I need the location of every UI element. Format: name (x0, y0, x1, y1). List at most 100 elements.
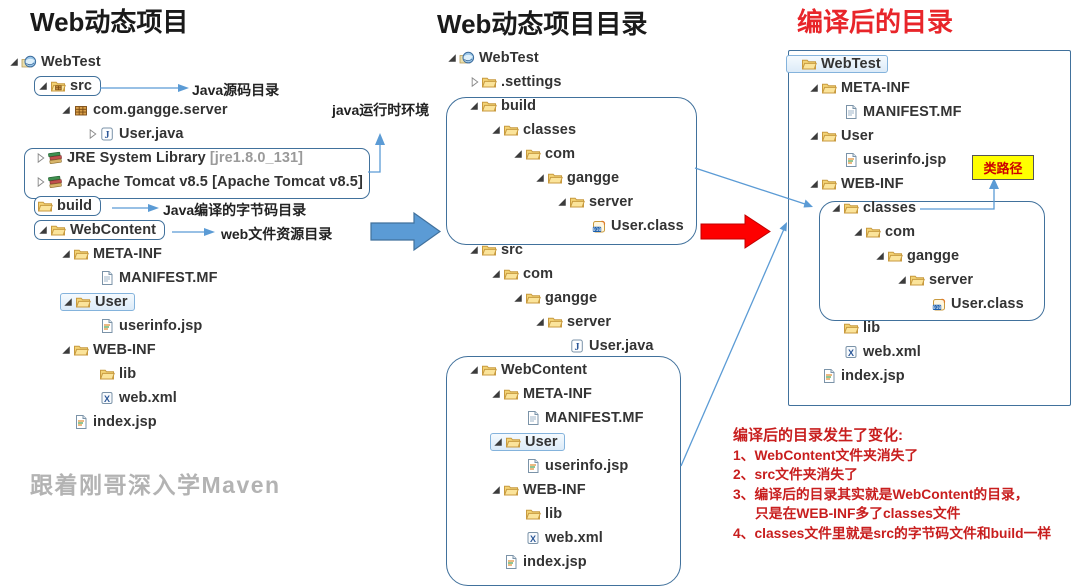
expander-open-icon[interactable] (468, 362, 481, 378)
tree-item-com-gangge-server[interactable]: com.gangge.server (60, 100, 228, 120)
expander-open-icon[interactable] (896, 272, 909, 288)
tree-item-lib[interactable]: lib (86, 364, 136, 384)
tree-item-manifest-mf[interactable]: MANIFEST.MF (830, 102, 962, 122)
expander-open-icon[interactable] (490, 482, 503, 498)
tree-item-manifest-mf[interactable]: MANIFEST.MF (86, 268, 218, 288)
tree-item-build[interactable]: build (468, 96, 536, 116)
expander-open-icon[interactable] (492, 434, 505, 450)
tree-item-label: userinfo.jsp (545, 458, 629, 474)
tree-item-com[interactable]: com (512, 144, 575, 164)
textfile-icon (843, 104, 863, 120)
tree-item-user[interactable]: User (808, 126, 874, 146)
tree-item-meta-inf[interactable]: META-INF (60, 244, 162, 264)
expander-open-icon[interactable] (512, 290, 525, 306)
tree-item-manifest-mf[interactable]: MANIFEST.MF (512, 408, 644, 428)
tree-item-webtest[interactable]: WebTest (446, 48, 539, 68)
tree-item-src[interactable]: src (34, 76, 102, 96)
tree-item-label: META-INF (841, 80, 910, 96)
tree-item-com[interactable]: com (490, 264, 553, 284)
tree-item-label: gangge (567, 170, 620, 186)
expander-collapsed-icon[interactable] (34, 150, 47, 166)
expander-open-icon[interactable] (490, 122, 503, 138)
tree-item-gangge[interactable]: gangge (512, 288, 597, 308)
tree-item-apache-tomcat-v8-5-apache-tomcat-v8-5[interactable]: Apache Tomcat v8.5 [Apache Tomcat v8.5] (34, 172, 363, 192)
expander-spacer (830, 104, 843, 120)
expander-open-icon[interactable] (874, 248, 887, 264)
expander-open-icon[interactable] (808, 80, 821, 96)
tree-item-server[interactable]: server (556, 192, 633, 212)
tree-item-src[interactable]: src (468, 240, 523, 260)
tree-item-userinfo-jsp[interactable]: userinfo.jsp (86, 316, 202, 336)
tree-item-userinfo-jsp[interactable]: userinfo.jsp (512, 456, 628, 476)
tree-item-classes[interactable]: classes (490, 120, 576, 140)
expander-open-icon[interactable] (534, 170, 547, 186)
tree-item-webcontent[interactable]: WebContent (468, 360, 587, 380)
tree-item-webcontent[interactable]: WebContent (34, 220, 166, 240)
tree-item-label: MANIFEST.MF (863, 104, 962, 120)
expander-open-icon[interactable] (468, 242, 481, 258)
tree-item-index-jsp[interactable]: index.jsp (808, 366, 905, 386)
tree-item-meta-inf[interactable]: META-INF (490, 384, 592, 404)
expander-open-icon[interactable] (37, 222, 50, 238)
tree-item-user[interactable]: User (60, 292, 135, 312)
tree-item-index-jsp[interactable]: index.jsp (60, 412, 157, 432)
expander-open-icon[interactable] (808, 176, 821, 192)
expander-open-icon[interactable] (534, 314, 547, 330)
expander-open-icon[interactable] (808, 128, 821, 144)
expander-open-icon[interactable] (490, 266, 503, 282)
expander-open-icon[interactable] (556, 194, 569, 210)
tree-item-web-inf[interactable]: WEB-INF (60, 340, 156, 360)
expander-spacer (788, 56, 801, 72)
tree-item-userinfo-jsp[interactable]: userinfo.jsp (830, 150, 946, 170)
tree-item-build[interactable]: build (34, 196, 102, 216)
tree-item-com[interactable]: com (852, 222, 915, 242)
library-icon (47, 150, 67, 166)
tree-item-index-jsp[interactable]: index.jsp (490, 552, 587, 572)
tree-item-web-inf[interactable]: WEB-INF (808, 174, 904, 194)
tree-item-user[interactable]: User (490, 432, 565, 452)
tree-item-server[interactable]: server (534, 312, 611, 332)
expander-open-icon[interactable] (468, 98, 481, 114)
expander-open-icon[interactable] (490, 386, 503, 402)
folder-icon (843, 200, 863, 216)
expander-open-icon[interactable] (852, 224, 865, 240)
tree-item-gangge[interactable]: gangge (874, 246, 959, 266)
expander-open-icon[interactable] (60, 102, 73, 118)
tree-item-label: index.jsp (841, 368, 905, 384)
expander-collapsed-icon[interactable] (34, 174, 47, 190)
tree-item-classes[interactable]: classes (830, 198, 916, 218)
tree-item-lib[interactable]: lib (512, 504, 562, 524)
expander-collapsed-icon[interactable] (468, 74, 481, 90)
expander-open-icon[interactable] (37, 78, 50, 94)
tree-item-server[interactable]: server (896, 270, 973, 290)
src-arrowhead (178, 84, 189, 92)
tree-item-lib[interactable]: lib (830, 318, 880, 338)
tree-item-gangge[interactable]: gangge (534, 168, 619, 188)
expander-collapsed-icon[interactable] (86, 126, 99, 142)
expander-open-icon[interactable] (62, 294, 75, 310)
tree-item-settings[interactable]: .settings (468, 72, 562, 92)
expander-open-icon[interactable] (446, 50, 459, 66)
expander-open-icon[interactable] (60, 246, 73, 262)
tree-item-web-inf[interactable]: WEB-INF (490, 480, 586, 500)
expander-open-icon[interactable] (512, 146, 525, 162)
expander-open-icon[interactable] (60, 342, 73, 358)
expander-spacer (556, 338, 569, 354)
tree-item-label: index.jsp (93, 414, 157, 430)
expander-open-icon[interactable] (8, 54, 21, 70)
tree-item-webtest[interactable]: WebTest (786, 54, 888, 74)
tree-item-webtest[interactable]: WebTest (8, 52, 101, 72)
classpath-tag: 类路径 (972, 155, 1034, 180)
tree-item-meta-inf[interactable]: META-INF (808, 78, 910, 98)
expander-open-icon[interactable] (830, 200, 843, 216)
folder-icon (75, 294, 95, 310)
tree-item-jre-system-library[interactable]: JRE System Library[jre1.8.0_131] (34, 148, 303, 168)
